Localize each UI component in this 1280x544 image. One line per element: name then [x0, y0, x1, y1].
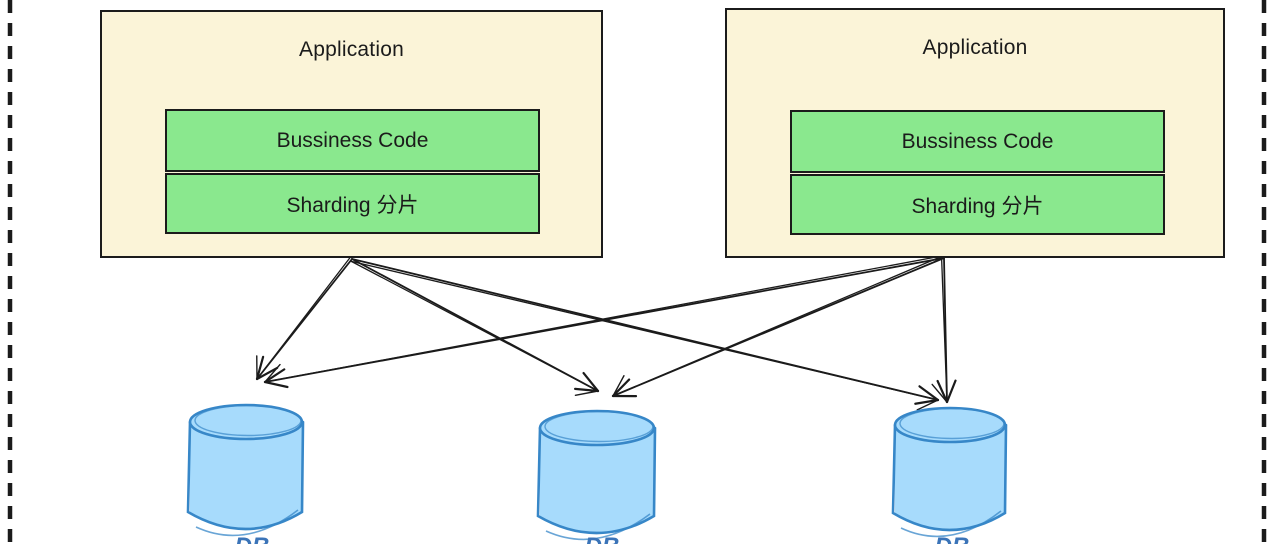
layer-sharding: Sharding 分片 — [790, 174, 1165, 235]
layer-business-code: Bussiness Code — [165, 109, 540, 172]
arrow-app-1-to-db-1 — [611, 255, 945, 398]
layer-stack: Bussiness Code Sharding 分片 — [790, 110, 1165, 235]
db-label: DB — [585, 533, 620, 544]
layer-stack: Bussiness Code Sharding 分片 — [165, 109, 540, 234]
db-label: DB — [235, 533, 270, 544]
application-node-left: Application Bussiness Code Sharding 分片 — [100, 10, 603, 258]
application-title: Application — [299, 38, 404, 61]
arrow-app-1-to-db-2 — [931, 257, 957, 404]
database-cylinder-db-1 — [536, 409, 657, 541]
arrow-app-0-to-db-1 — [350, 258, 600, 396]
arrow-app-0-to-db-2 — [350, 258, 940, 411]
arrow-app-0-to-db-0 — [255, 256, 353, 381]
database-cylinder-db-2 — [891, 406, 1008, 538]
application-node-right: Application Bussiness Code Sharding 分片 — [725, 8, 1225, 258]
application-title: Application — [922, 36, 1028, 59]
layer-business-code: Bussiness Code — [790, 110, 1165, 173]
layer-sharding: Sharding 分片 — [165, 173, 540, 234]
database-cylinder-db-0 — [186, 403, 305, 537]
arrow-app-1-to-db-0 — [263, 254, 945, 389]
db-label: DB — [935, 533, 970, 544]
